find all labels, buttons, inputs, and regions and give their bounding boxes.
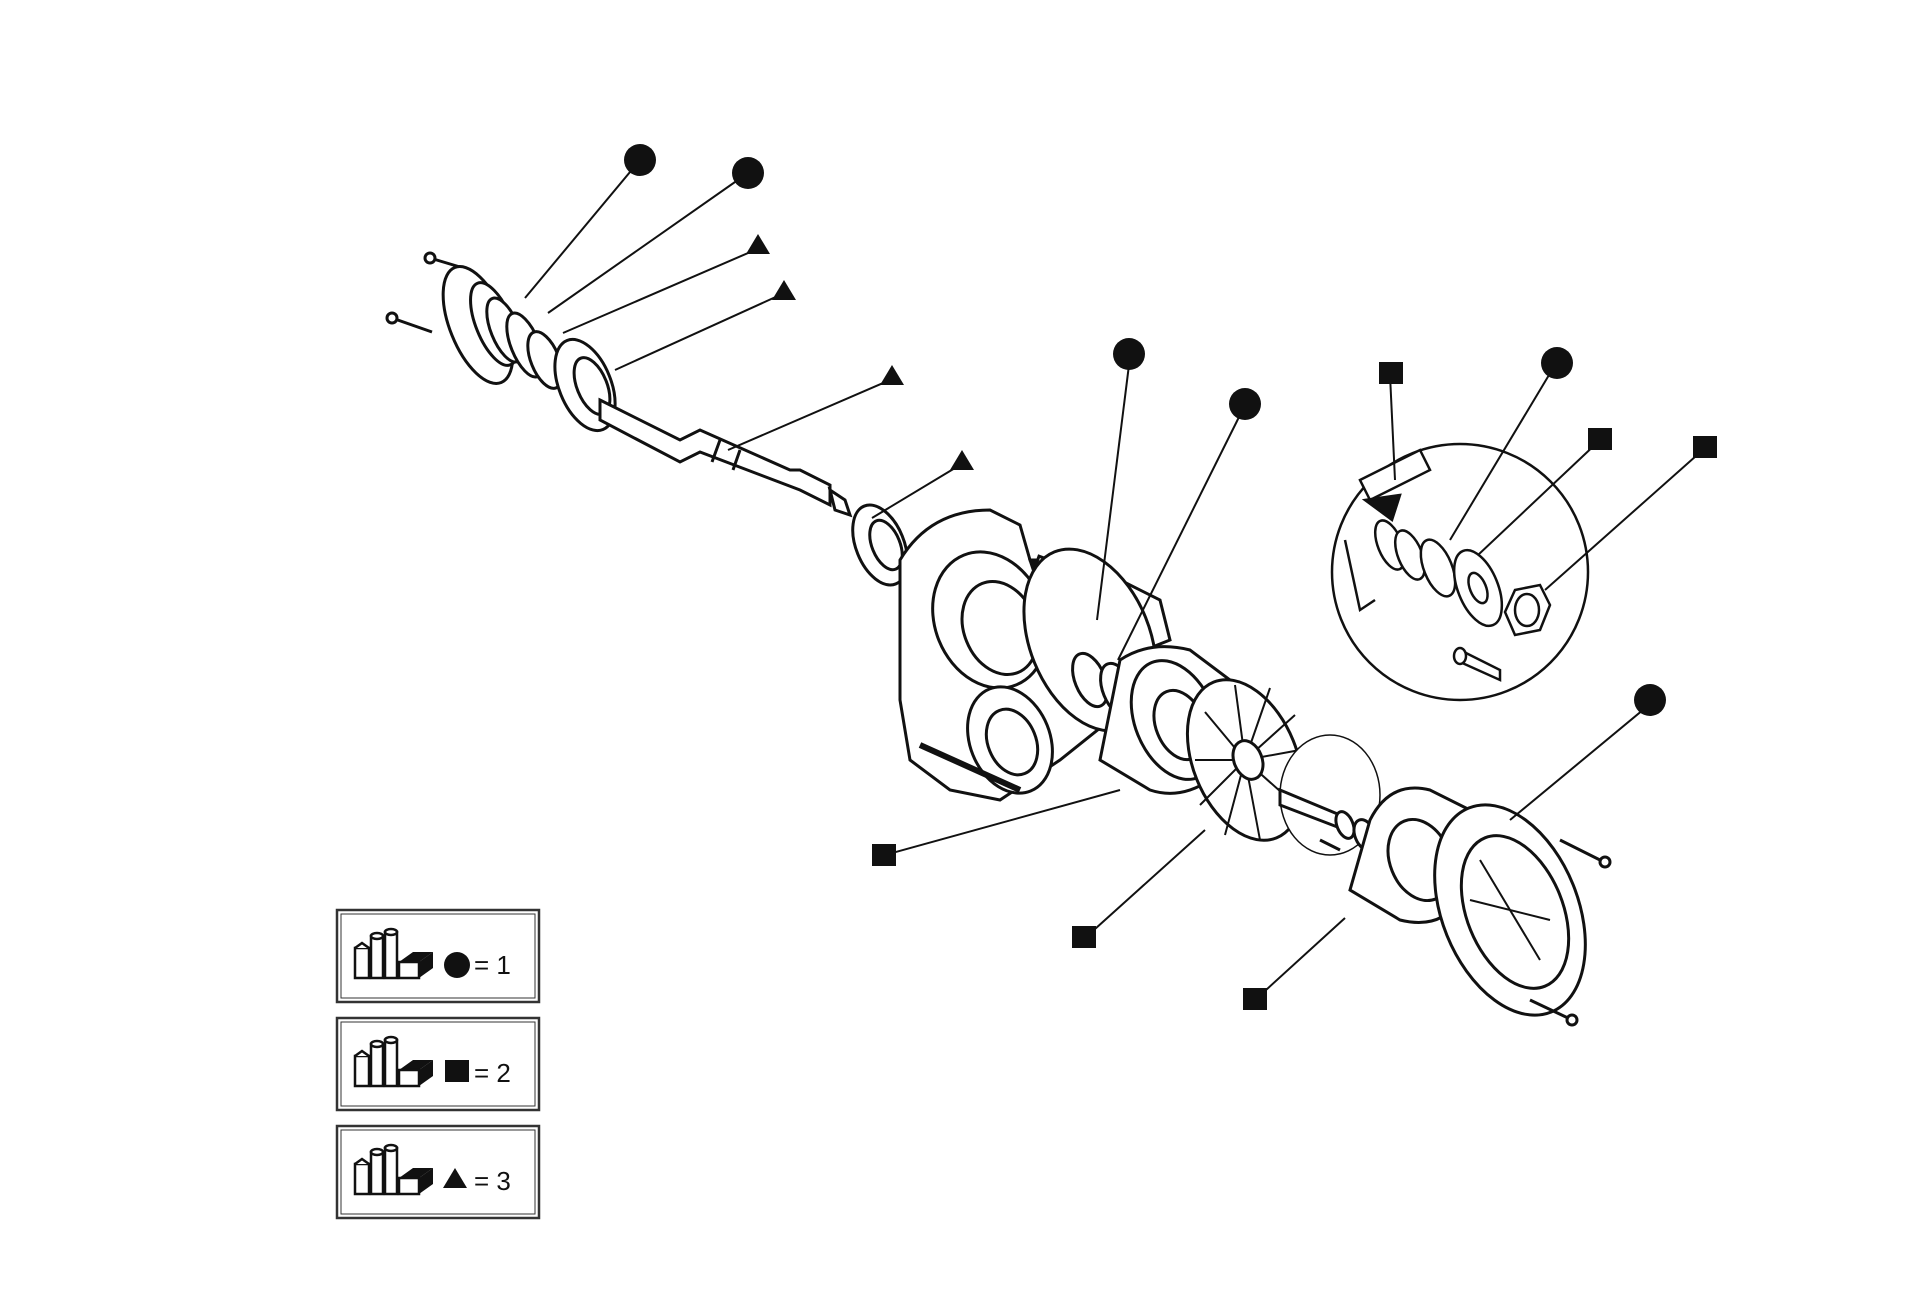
- filled-circle-icon: [444, 952, 470, 978]
- callout-c12: [1693, 436, 1717, 458]
- callout-c16: [1243, 988, 1267, 1010]
- filled-triangle-icon: [443, 1168, 467, 1188]
- callout-c9: [1379, 362, 1403, 384]
- callout-c10: [1541, 347, 1573, 379]
- legend: = 1 = 2 = 3: [335, 908, 541, 1220]
- callout-c7: [1113, 338, 1145, 370]
- impeller: [1185, 678, 1305, 842]
- impeller-assembly: [1022, 547, 1612, 1027]
- legend-row-triangle: = 3: [335, 1124, 541, 1220]
- callout-c14: [872, 844, 896, 866]
- legend-label-2: = 2: [474, 1058, 511, 1088]
- callout-c5: [880, 365, 904, 385]
- legend-label-3: = 3: [474, 1166, 511, 1196]
- callout-c11: [1588, 428, 1612, 450]
- callout-c2: [732, 157, 764, 189]
- leader-lines: [524, 159, 1706, 1001]
- callout-c15: [1072, 926, 1096, 948]
- callout-markers: [624, 144, 1717, 1010]
- callout-c13: [1634, 684, 1666, 716]
- callout-c8: [1229, 388, 1261, 420]
- callout-c4: [772, 280, 796, 300]
- callout-c3: [746, 234, 770, 254]
- callout-c6: [950, 450, 974, 470]
- legend-label-1: = 1: [474, 950, 511, 980]
- legend-row-square: = 2: [335, 1016, 541, 1112]
- shaft-assembly: [385, 251, 909, 587]
- legend-row-circle: = 1: [335, 908, 541, 1004]
- callout-c1: [624, 144, 656, 176]
- filled-square-icon: [445, 1060, 469, 1082]
- detail-magnifier: [1330, 442, 1590, 702]
